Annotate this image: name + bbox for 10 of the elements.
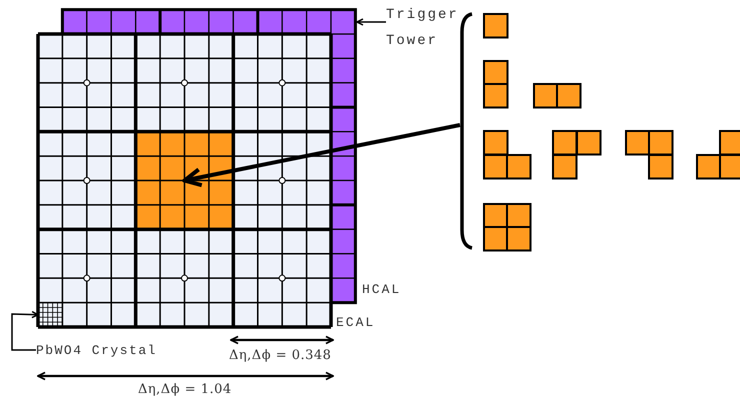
dimension-label: Δη,Δϕ = 0.348 xyxy=(229,348,332,363)
curly-bracket xyxy=(460,12,473,250)
ecal-label: ECAL xyxy=(336,315,376,330)
dimension-label: Δη,Δϕ = 1.04 xyxy=(138,382,232,397)
crystal-label: PbWO4 Crystal xyxy=(36,342,176,360)
hcal-label: HCAL xyxy=(362,282,402,297)
trigger-tower-label: Trigger Tower xyxy=(386,2,470,54)
arrow xyxy=(182,123,460,188)
leader-line xyxy=(11,310,39,351)
leader-line xyxy=(356,18,386,26)
